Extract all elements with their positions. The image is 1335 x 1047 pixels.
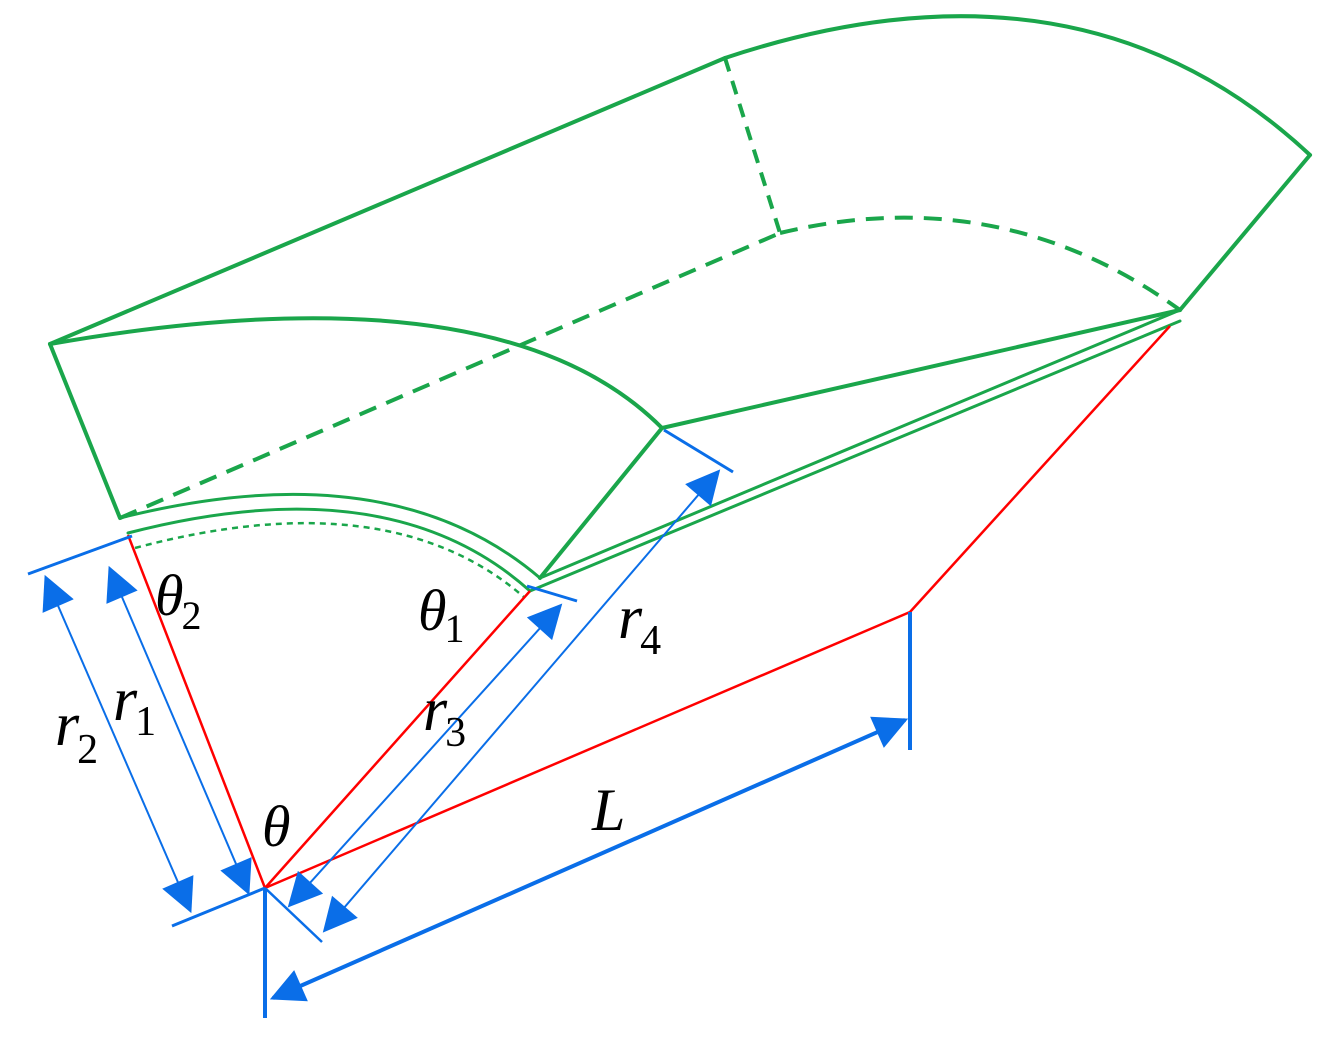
label-theta2: θ2 bbox=[155, 563, 202, 638]
right-slanted-edge bbox=[1178, 153, 1312, 312]
labels: θ2 θ1 r4 r2 r1 r3 θ L bbox=[55, 563, 661, 859]
hidden-edges bbox=[119, 57, 1182, 599]
front-top-arc bbox=[48, 316, 664, 430]
dim-r3 bbox=[287, 603, 563, 908]
label-L: L bbox=[591, 777, 625, 843]
label-theta: θ bbox=[262, 794, 291, 859]
back-top-arc bbox=[723, 14, 1312, 157]
label-r2: r2 bbox=[55, 691, 98, 773]
dim-r4 bbox=[322, 469, 721, 933]
hidden-vertical-edge bbox=[723, 57, 782, 234]
ext-line-diagonal-origin bbox=[264, 887, 323, 943]
hidden-inner-arc bbox=[134, 521, 526, 599]
hidden-back-arc bbox=[779, 215, 1182, 312]
red-line-L bbox=[264, 610, 911, 890]
bottom-long-edge-1 bbox=[538, 308, 1182, 580]
ext-line-top-r4 bbox=[663, 428, 734, 474]
label-theta1: θ1 bbox=[418, 578, 465, 651]
dim-r1 bbox=[106, 565, 252, 896]
top-front-long-edge bbox=[660, 308, 1182, 430]
hidden-bottom-back-edge bbox=[119, 231, 781, 520]
left-front-edge bbox=[48, 342, 122, 520]
label-r1: r1 bbox=[113, 666, 156, 745]
red-line-right bbox=[909, 325, 1171, 613]
top-back-edge bbox=[48, 56, 727, 346]
front-inner-edge bbox=[538, 426, 664, 580]
solid-body bbox=[48, 14, 1312, 593]
label-r3: r3 bbox=[423, 676, 466, 756]
dim-L bbox=[269, 716, 909, 1002]
red-line-r3 bbox=[264, 590, 531, 889]
ext-line-top-r3 bbox=[526, 584, 578, 603]
bottom-long-edge-2 bbox=[528, 319, 1182, 593]
label-r4: r4 bbox=[618, 584, 661, 664]
ext-line-left-top bbox=[27, 534, 133, 576]
ext-line-left-bottom bbox=[171, 886, 266, 928]
dimension-lines bbox=[27, 428, 912, 1018]
front-lower-arc-2 bbox=[126, 507, 532, 593]
